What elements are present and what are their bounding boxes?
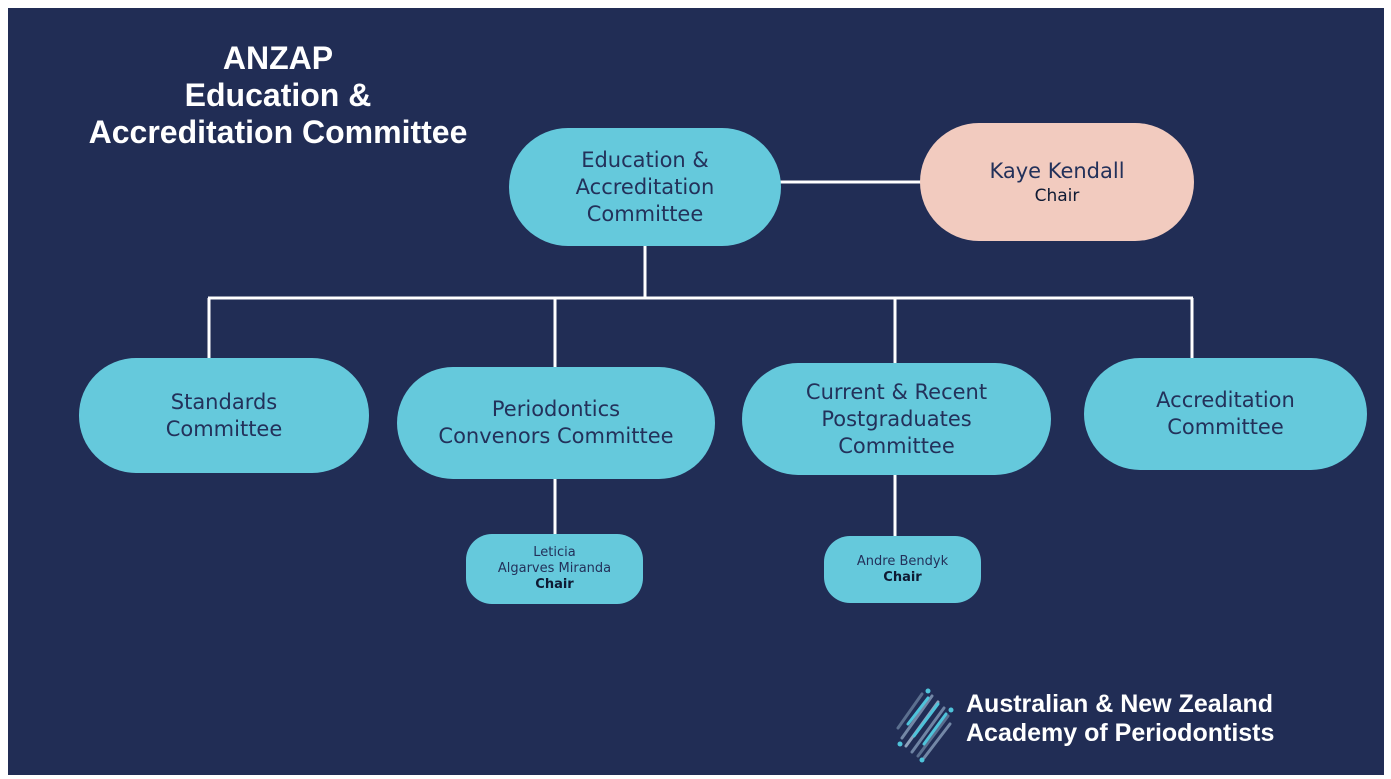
node-current-recent-postgraduates-committee: Current & Recent Postgraduates Committee [742, 363, 1051, 475]
postgrad-chair-name: Andre Bendyk [856, 553, 949, 569]
logo-line-2: Academy of Periodontists [966, 719, 1275, 747]
slide-title: ANZAP Education & Accreditation Committe… [48, 40, 508, 151]
org-chart-slide: ANZAP Education & Accreditation Committe… [8, 8, 1384, 775]
periodontics-chair-name-line: Algarves Miranda [497, 561, 612, 576]
node-periodontics-chair: Leticia Algarves Miranda Chair [466, 534, 643, 604]
logo-wordmark: Australian & New Zealand Academy of Peri… [966, 690, 1274, 748]
anzap-logo: Australian & New Zealand Academy of Peri… [888, 680, 1328, 764]
postgrad-chair-role: Chair [883, 569, 922, 585]
node-chair-kaye-kendall: Kaye Kendall Chair [920, 123, 1194, 241]
node-label-line: Current & Recent [805, 379, 988, 404]
node-label-line: Accreditation [1156, 388, 1295, 412]
node-label-line: Committee [586, 201, 704, 226]
node-label-line: Education & [581, 147, 709, 172]
node-standards-committee: Standards Committee [79, 358, 369, 473]
title-line-1: ANZAP [222, 40, 334, 76]
logo-line-1: Australian & New Zealand [966, 690, 1274, 718]
chair-name: Kaye Kendall [989, 158, 1125, 183]
node-label-line: Postgraduates [821, 406, 972, 431]
node-label-line: Committee [838, 433, 955, 458]
node-accreditation-committee: Accreditation Committee [1084, 358, 1367, 470]
connector-lines [207, 180, 1194, 537]
node-label-line: Committee [1167, 415, 1284, 439]
node-label-line: Standards [170, 389, 278, 414]
chair-role: Chair [1034, 185, 1080, 206]
periodontics-chair-role: Chair [535, 577, 574, 592]
node-label-line: Convenors Committee [438, 424, 674, 448]
node-postgrad-chair: Andre Bendyk Chair [824, 536, 981, 603]
node-label-line: Periodontics [491, 397, 621, 421]
node-education-accreditation-committee: Education & Accreditation Committee [509, 128, 781, 246]
title-line-3: Accreditation Committee [88, 114, 468, 150]
title-line-2: Education & [184, 77, 372, 113]
node-label-line: Committee [165, 416, 283, 441]
diagonal-stripes-logo-icon [896, 688, 954, 763]
node-periodontics-convenors-committee: Periodontics Convenors Committee [397, 367, 715, 479]
node-label-line: Accreditation [575, 174, 715, 199]
periodontics-chair-name-line: Leticia [533, 545, 576, 560]
